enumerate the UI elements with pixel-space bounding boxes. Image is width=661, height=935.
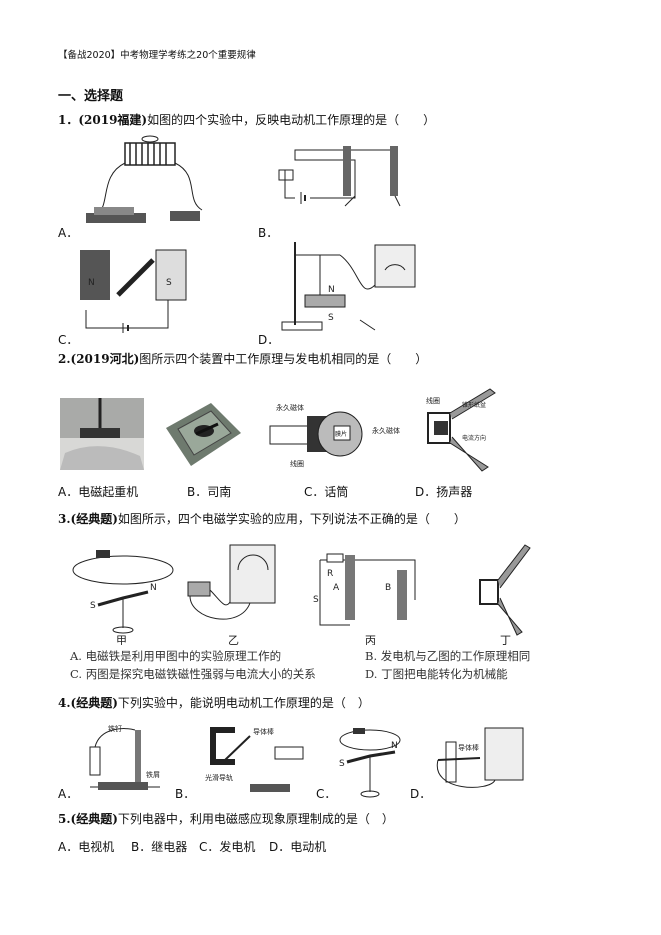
question-text: 下列实验中，能说明电动机工作原理的是（ ） (117, 696, 370, 710)
q1-label-d: D． (258, 333, 280, 347)
cone-label: 锥形纸盆 (462, 401, 486, 409)
q5-option-d: D．电动机 (269, 840, 327, 854)
q1-label-c: C． (58, 333, 79, 347)
q5-option-a: A．电视机 (58, 840, 115, 854)
document-header: 【备战2020】中考物理学考练之20个重要规律 (58, 50, 256, 61)
filings-label: 铁屑 (146, 770, 160, 779)
q1-label-b: B． (258, 226, 279, 240)
figure-3-bing: R A B S 丙 (313, 553, 416, 645)
coil-label: 线圈 (290, 459, 304, 468)
question-source: (经典题) (70, 512, 118, 526)
pole-n-label: N (328, 285, 335, 295)
caption-bing: 丙 (365, 634, 376, 645)
figure-1a-coil-circuit (86, 135, 203, 223)
q2-option-c: C．话筒 (304, 485, 349, 499)
question-number: 3. (58, 512, 71, 526)
q5-option-c: C．发电机 (199, 840, 256, 854)
current-label: 电流方向 (462, 434, 486, 442)
figure-3-jia: S N 甲 (72, 550, 174, 645)
pole-s-label: S (328, 313, 334, 323)
q2-option-d: D．扬声器 (415, 485, 473, 499)
caption-jia: 甲 (116, 634, 127, 645)
question-3: 3.(经典题)如图所示，四个电磁学实验的应用，下列说法不正确的是（ ） (58, 510, 466, 527)
q4-label-a: A． (58, 787, 79, 801)
switch-label: S (313, 595, 319, 605)
question-text: 下列电器中，利用电磁感应现象原理制成的是（ ） (117, 812, 394, 826)
question-1: 1．(2019福建)如图的四个实验中，反映电动机工作原理的是（ ） (58, 111, 435, 128)
rod-label: 导体棒 (458, 743, 479, 752)
coil-label: 线圈 (426, 396, 440, 405)
figure-4c-compass-wire: S N (339, 728, 401, 798)
figure-3-yi: 乙 (187, 544, 276, 645)
q2-option-a: A．电磁起重机 (58, 485, 139, 499)
q4-label-d: D． (410, 787, 432, 801)
question-text: 如图的四个实验中，反映电动机工作原理的是（ ） (147, 113, 436, 127)
question-number: 4. (58, 696, 71, 710)
caption-ding: 丁 (500, 634, 511, 645)
pole-s-label: S (166, 278, 172, 288)
figure-2b-compass-photo (166, 403, 241, 466)
question-5: 5.(经典题)下列电器中，利用电磁感应现象原理制成的是（ ） (58, 810, 394, 827)
question-number: 1． (58, 113, 79, 127)
caption-yi: 乙 (228, 634, 239, 645)
q3-option-c: C. 丙图是探究电磁铁磁性强弱与电流大小的关系 (70, 667, 316, 681)
q5-option-b: B．继电器 (131, 840, 188, 854)
pole-n-label: N (88, 278, 95, 288)
figure-4a-electromagnet: 铁钉 铁屑 (89, 724, 160, 790)
q3-option-b: B. 发电机与乙图的工作原理相同 (365, 649, 531, 663)
question-source: (经典题) (70, 696, 118, 710)
question-source: (2019河北) (70, 352, 140, 366)
pole-n-label: N (150, 583, 157, 593)
rod-label: 导体棒 (253, 727, 274, 736)
figure-2c-microphone: 膜片 永久磁体 线圈 (269, 403, 363, 468)
magnet-label: 永久磁体 (372, 426, 400, 435)
question-text: 图所示四个装置中工作原理与发电机相同的是（ ） (139, 352, 428, 366)
question-number: 5. (58, 812, 71, 826)
question-source: (经典题) (70, 812, 118, 826)
figure-1b-electromagnets (278, 146, 401, 207)
q2-option-b: B．司南 (187, 485, 232, 499)
figure-1c-magnet-rod: N S (80, 249, 187, 333)
figure-2a-crane-photo (60, 398, 144, 470)
figure-1d-galvanometer: N S (281, 242, 416, 331)
figure-4b-rails: 导体棒 光滑导轨 (205, 727, 304, 792)
q1-label-a: A． (58, 226, 79, 240)
magnet-label: 永久磁体 (276, 403, 304, 412)
question-4: 4.(经典题)下列实验中，能说明电动机工作原理的是（ ） (58, 694, 370, 711)
resistor-label: R (327, 569, 333, 579)
pole-n-label: N (391, 741, 398, 751)
figure-4d-galvanometer: 导体棒 (436, 727, 524, 788)
figure-3-ding: 丁 (479, 544, 531, 645)
question-number: 2. (58, 352, 71, 366)
question-text: 如图所示，四个电磁学实验的应用，下列说法不正确的是（ ） (117, 512, 466, 526)
question-source: (2019福建) (78, 113, 148, 127)
q3-option-a: A. 电磁铁是利用甲图中的实验原理工作的 (70, 649, 282, 663)
q4-label-b: B． (175, 787, 196, 801)
coil-a-label: A (333, 583, 340, 593)
pole-s-label: S (339, 759, 345, 769)
rails-label: 光滑导轨 (205, 773, 233, 782)
pole-s-label: S (90, 601, 96, 611)
figure-2d-speaker: 永久磁体 线圈 锥形纸盆 电流方向 (372, 388, 496, 472)
nail-label: 铁钉 (108, 724, 122, 733)
question-2: 2.(2019河北)图所示四个装置中工作原理与发电机相同的是（ ） (58, 350, 427, 367)
q3-option-d: D. 丁图把电能转化为机械能 (365, 667, 508, 681)
membrane-label: 膜片 (335, 430, 347, 438)
q4-label-c: C． (316, 787, 337, 801)
coil-b-label: B (385, 583, 391, 593)
section-title: 一、选择题 (58, 89, 124, 104)
